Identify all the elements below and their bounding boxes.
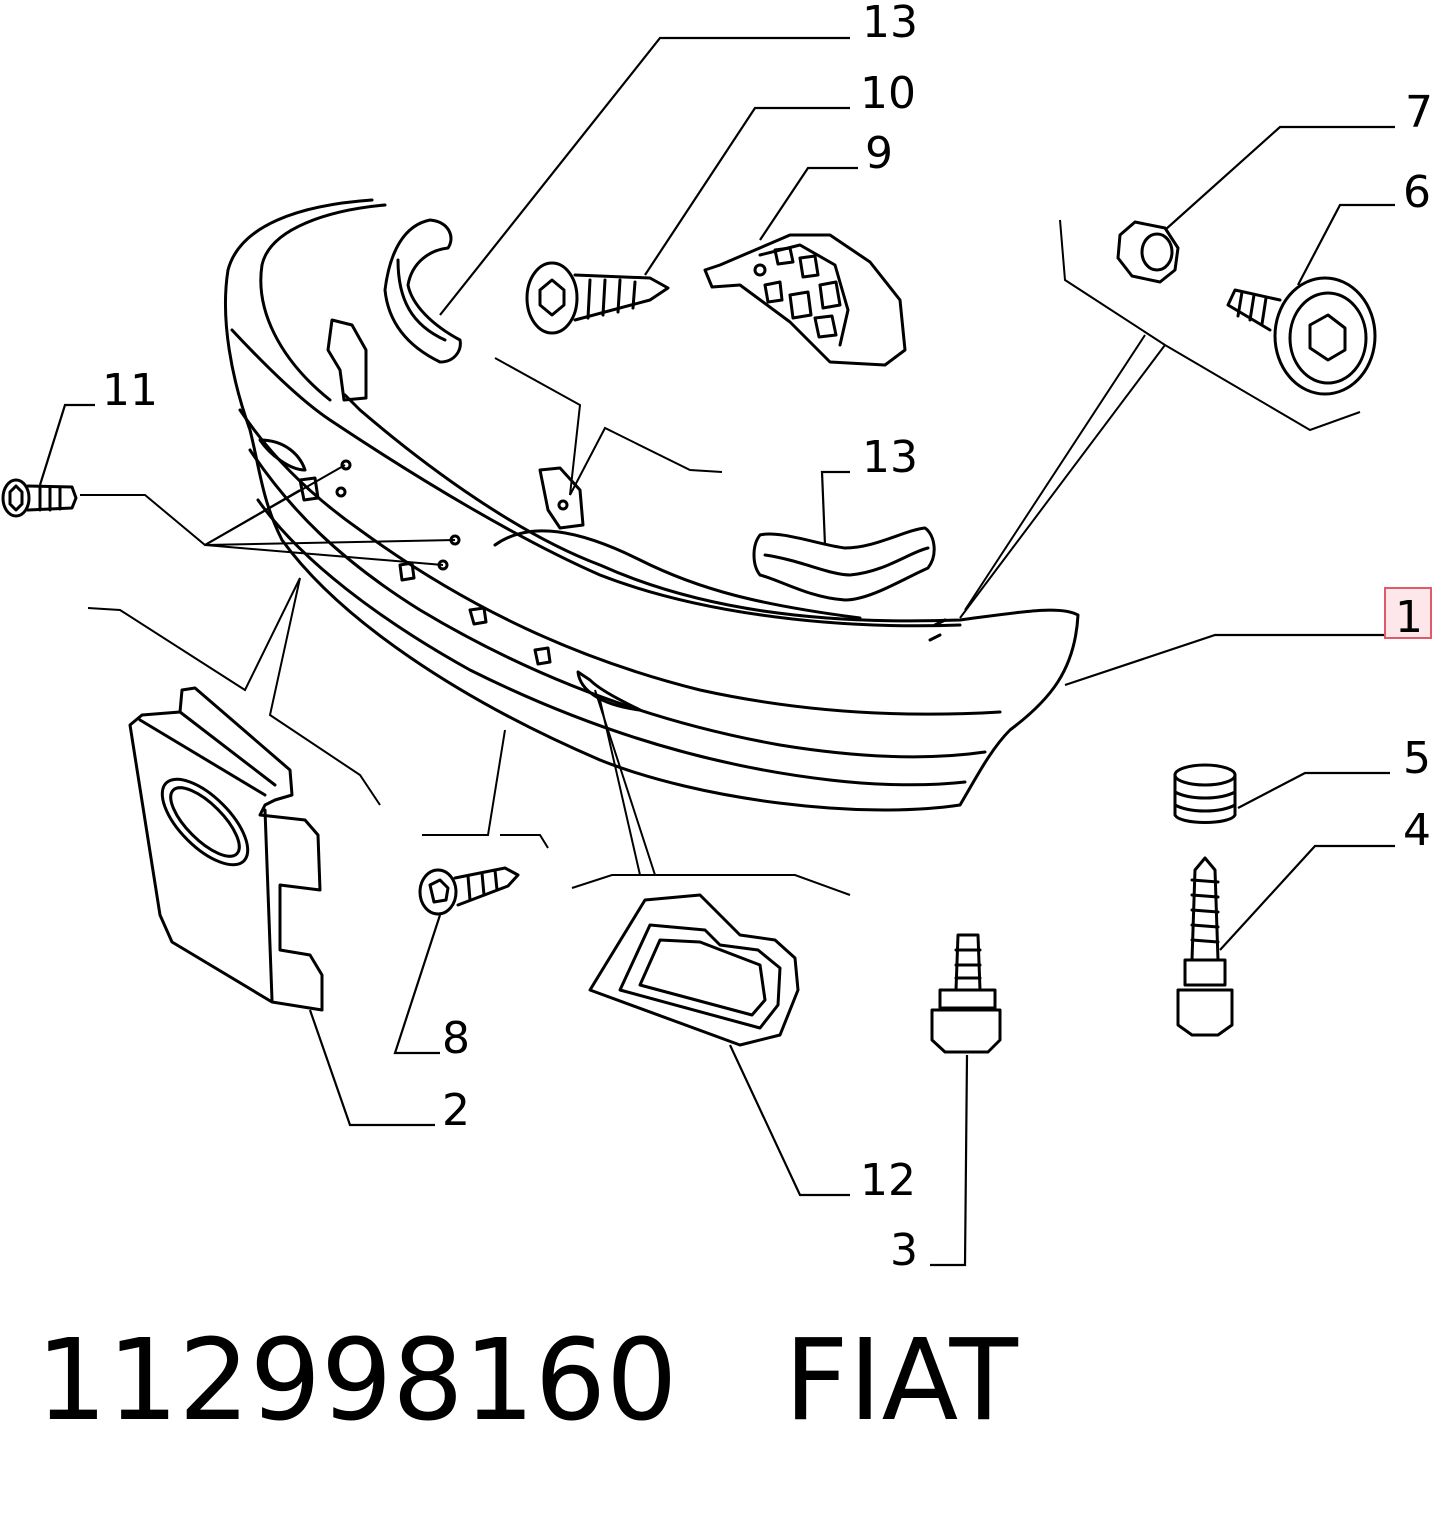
callout-highlight-box (1384, 587, 1432, 639)
pad-part-5 (1173, 763, 1237, 824)
screw-part-8 (418, 866, 520, 916)
part-caption: 112998160 FIAT (36, 1325, 1018, 1437)
callout-label-1: 1 (1395, 592, 1423, 643)
callout-label-3: 3 (890, 1225, 918, 1276)
callout-label-4: 4 (1403, 805, 1431, 856)
nut-part-7 (1116, 220, 1180, 284)
brand-name: FIAT (784, 1316, 1018, 1446)
callout-label-6: 6 (1403, 167, 1431, 218)
callout-label-11: 11 (102, 365, 158, 416)
screw-part-10 (525, 261, 670, 335)
callout-label-7: 7 (1405, 87, 1432, 138)
exploded-parts-diagram: 13 10 9 7 6 11 13 1 5 4 8 2 12 3 (1, 0, 1432, 1276)
callout-label-13-upper: 13 (862, 0, 918, 48)
stud-part-4 (1176, 856, 1234, 1037)
callout-label-2: 2 (442, 1085, 470, 1136)
callout-label-13-lower: 13 (862, 432, 918, 483)
bolt-part-11 (1, 478, 78, 518)
bracket-part-9 (703, 233, 907, 367)
strip-part-13-lower (752, 526, 936, 602)
callout-label-12: 12 (860, 1155, 916, 1206)
part-number: 112998160 (36, 1316, 678, 1446)
callout-labels: 13 10 9 7 6 11 13 1 5 4 8 2 12 3 (102, 0, 1432, 1276)
callout-label-9: 9 (865, 128, 893, 179)
callout-label-5: 5 (1403, 733, 1431, 784)
panel-part-2 (128, 686, 324, 1012)
bumper-part-1 (223, 198, 1080, 812)
callout-label-10: 10 (860, 68, 916, 119)
callout-label-8: 8 (442, 1013, 470, 1064)
cover-part-12 (588, 893, 800, 1047)
strip-part-13-upper (383, 218, 462, 364)
callout-leaders (38, 36, 1395, 1267)
bolt-part-6 (1226, 276, 1377, 396)
bolt-part-3 (930, 933, 1002, 1054)
assembly-lines (80, 219, 1361, 896)
